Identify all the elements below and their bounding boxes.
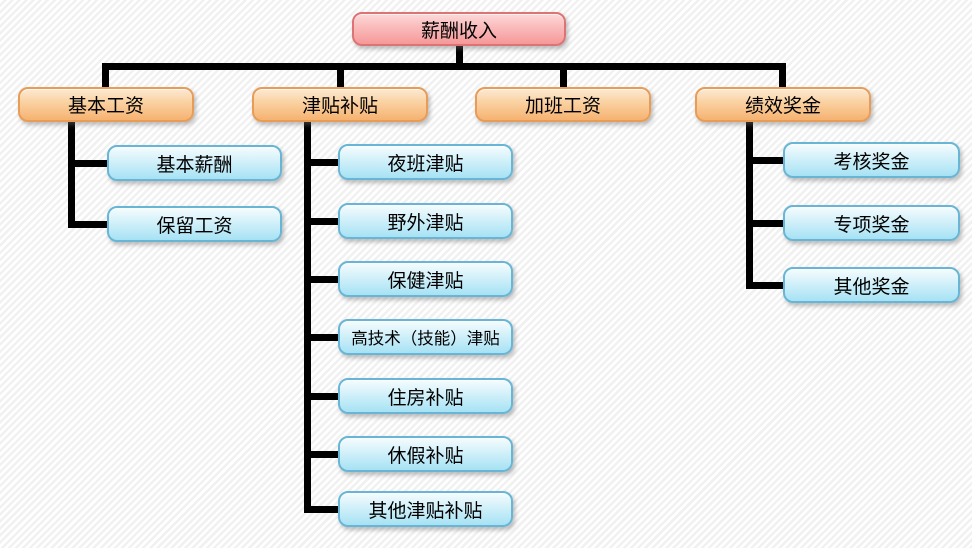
- connector-stub-vacation: [304, 451, 338, 458]
- connector-tier1-bar: [102, 63, 786, 70]
- connector-stub-retained-wage: [68, 221, 107, 228]
- connector-root-drop: [456, 46, 463, 70]
- connector-drop-allowance: [337, 70, 344, 87]
- connector-drop-basic-wage: [102, 70, 109, 87]
- node-overtime-pay: 加班工资: [475, 87, 651, 122]
- connector-stub-field: [304, 218, 338, 225]
- node-salary-income: 薪酬收入: [352, 12, 566, 46]
- connector-stub-assessment-bonus: [746, 157, 783, 164]
- connector-stub-basic-pay: [68, 160, 107, 167]
- node-other-allowance-subsidy: 其他津贴补贴: [338, 491, 513, 527]
- node-other-bonus: 其他奖金: [783, 267, 960, 303]
- connector-stub-special-bonus: [746, 220, 783, 227]
- node-special-bonus: 专项奖金: [783, 205, 960, 241]
- node-allowance-subsidy: 津贴补贴: [252, 87, 428, 122]
- node-retained-wage: 保留工资: [107, 206, 282, 242]
- connector-hang-bonus: [746, 122, 753, 289]
- connector-drop-overtime: [560, 70, 567, 87]
- node-basic-pay: 基本薪酬: [107, 145, 282, 181]
- connector-hang-basic-wage: [68, 122, 75, 228]
- node-basic-wage: 基本工资: [18, 87, 194, 122]
- node-night-shift-allowance: 夜班津贴: [338, 144, 513, 180]
- node-field-allowance: 野外津贴: [338, 203, 513, 239]
- node-assessment-bonus: 考核奖金: [783, 142, 960, 178]
- node-housing-subsidy: 住房补贴: [338, 378, 513, 414]
- connector-stub-other-allowance: [304, 506, 338, 513]
- connector-stub-housing: [304, 393, 338, 400]
- connector-stub-health: [304, 276, 338, 283]
- node-performance-bonus: 绩效奖金: [695, 87, 871, 122]
- connector-stub-high-tech: [304, 334, 338, 341]
- connector-stub-night-shift: [304, 159, 338, 166]
- connector-drop-bonus: [779, 70, 786, 87]
- node-vacation-subsidy: 休假补贴: [338, 436, 513, 472]
- connector-stub-other-bonus: [746, 282, 783, 289]
- connector-hang-allowance: [304, 122, 311, 513]
- node-high-tech-skill-allowance: 高技术（技能）津贴: [338, 319, 513, 355]
- node-health-allowance: 保健津贴: [338, 261, 513, 297]
